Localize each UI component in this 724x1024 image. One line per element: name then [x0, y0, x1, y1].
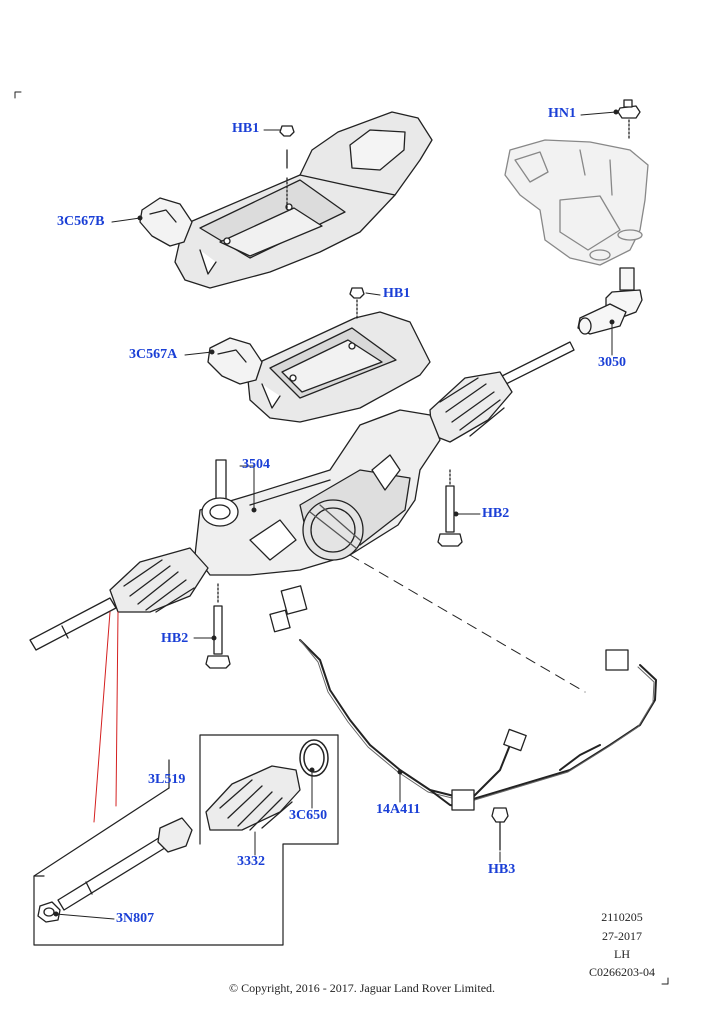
inset-leader-lines [93, 611, 119, 823]
heat-shield-lower [247, 311, 431, 423]
harness-connectors [269, 585, 629, 811]
corner-mark-bottom-right [661, 977, 669, 985]
steering-knuckle [504, 139, 649, 266]
clamp-3c650 [299, 739, 329, 777]
rack-right-shaft [497, 341, 575, 387]
callout-hb3: HB3 [488, 862, 516, 877]
assembly-dashed-lines [349, 554, 586, 693]
callout-hb2-left: HB2 [161, 631, 189, 646]
inner-tie-rod [57, 817, 193, 911]
callout-3n807: 3N807 [116, 911, 155, 926]
callout-leaders [53, 109, 619, 920]
callout-hb2-right: HB2 [482, 506, 510, 521]
gaiter-3332 [205, 765, 301, 831]
right-gaiter [429, 371, 513, 443]
heat-shield-upper-bracket [139, 197, 193, 247]
callout-hb1-mid: HB1 [383, 286, 411, 301]
heat-shield-upper [174, 111, 433, 289]
callout-hn1: HN1 [548, 106, 576, 121]
callout-3c567a: 3C567A [129, 347, 178, 362]
callout-3050: 3050 [598, 355, 626, 370]
callout-3332: 3332 [237, 854, 265, 869]
drawing-ref: C0266203-04 [589, 965, 655, 979]
bolt-hb2-left [205, 583, 231, 669]
bolt-hb1-top [279, 125, 295, 211]
corner-mark-top-left [14, 91, 22, 99]
inset-frame [33, 734, 339, 946]
callout-3504: 3504 [242, 457, 270, 472]
callout-hb1-top: HB1 [232, 121, 260, 136]
rack-left-shaft [29, 597, 117, 651]
drawing-date: 27-2017 [602, 929, 642, 943]
drawing-number: 2110205 [601, 910, 643, 924]
heat-shield-lower-bracket [207, 337, 263, 385]
bolt-hb1-mid [349, 287, 365, 319]
copyright-notice: © Copyright, 2016 - 2017. Jaguar Land Ro… [228, 981, 496, 995]
rack-housing [194, 409, 441, 576]
callout-3c567b: 3C567B [57, 214, 105, 229]
left-gaiter [109, 547, 209, 613]
bolt-hb3 [491, 807, 509, 851]
callout-14a411: 14A411 [376, 802, 421, 817]
wiring-harness [299, 639, 657, 809]
bolt-hb2-right [437, 469, 463, 547]
nut-hn1 [617, 99, 641, 141]
inner-tie-rod-nut [37, 901, 61, 923]
pinion-input-shaft [201, 459, 239, 527]
drawing-side: LH [614, 947, 630, 961]
callout-3c650: 3C650 [289, 808, 328, 823]
tie-rod-end [577, 267, 643, 335]
callout-3l519: 3L519 [148, 772, 186, 787]
